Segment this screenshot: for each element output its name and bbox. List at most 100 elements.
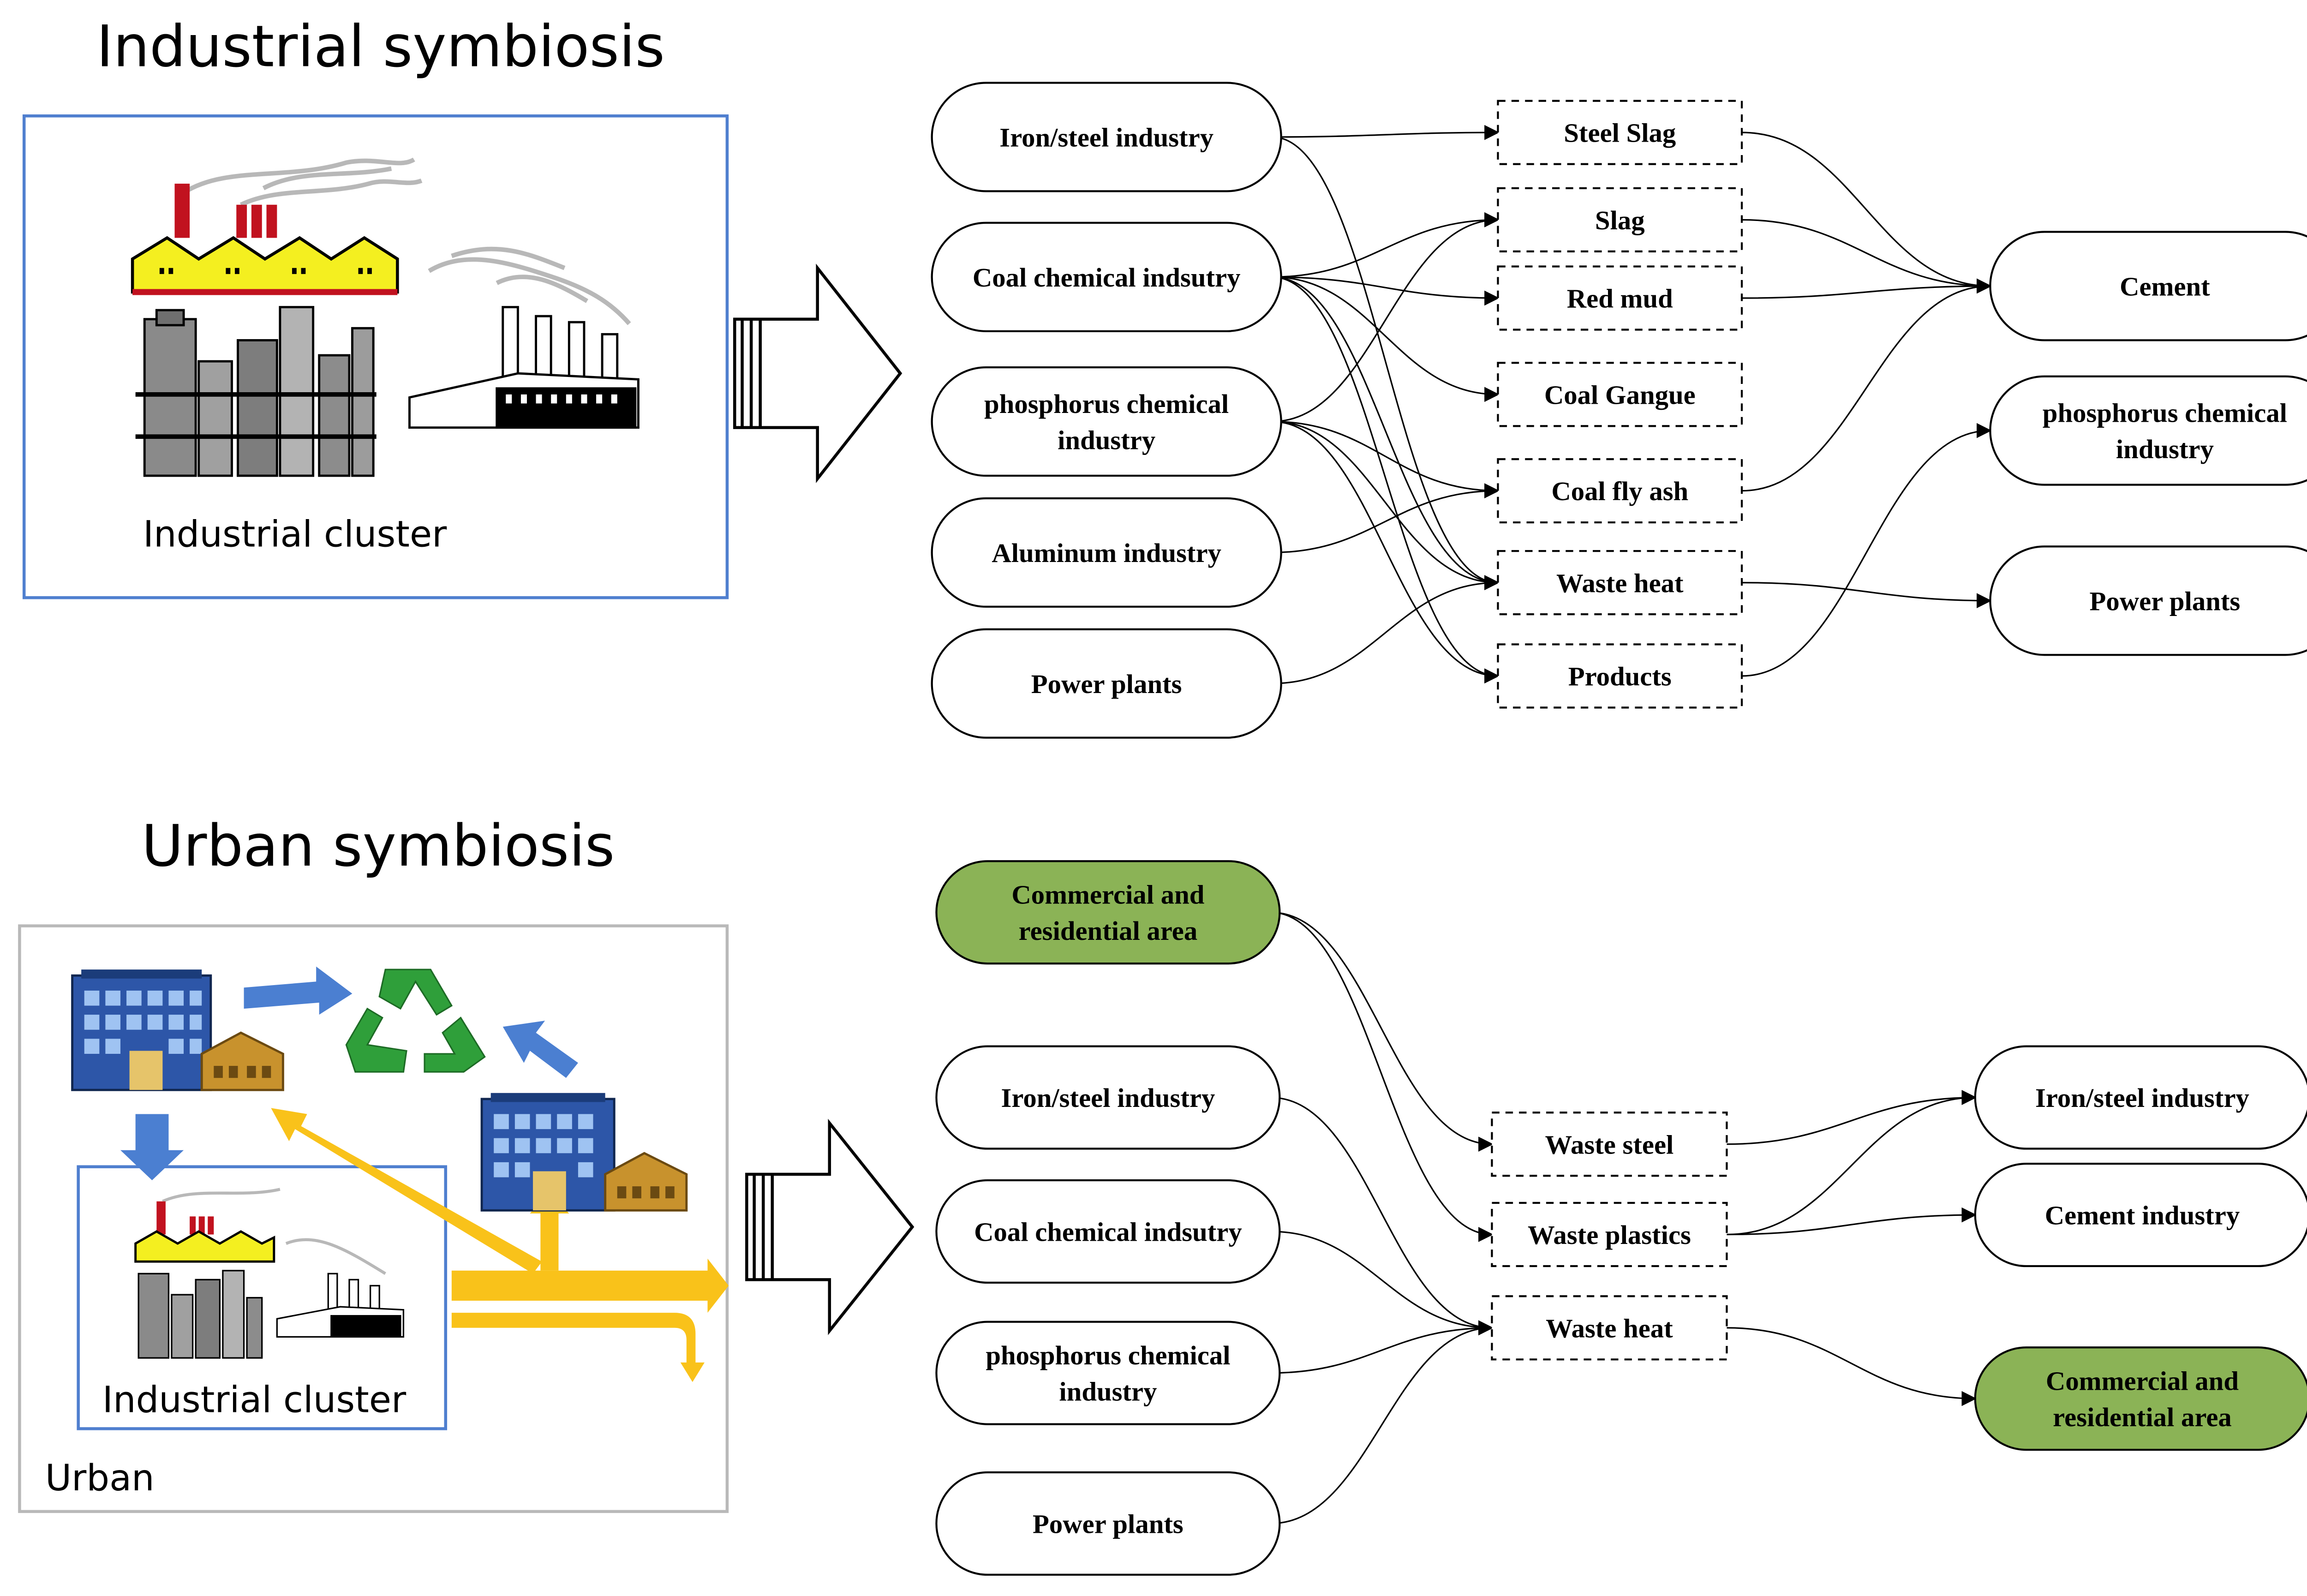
node-label: Waste steel: [1545, 1130, 1674, 1160]
industrial-edge-source-material: [1272, 575, 1500, 684]
industrial-material-node-slag: Slag: [1497, 187, 1743, 253]
node-shape: [1974, 1163, 2307, 1267]
node-shape: [1497, 458, 1743, 524]
refinery-icon: [135, 306, 377, 477]
urban-material-node-waste-steel: Waste steel: [1491, 1112, 1728, 1177]
industrial-cluster-label: Industrial cluster: [143, 513, 447, 555]
node-label: Waste heat: [1546, 1313, 1673, 1343]
node-shape: [1974, 1346, 2307, 1451]
factory-icon: [131, 184, 399, 295]
node-shape: [931, 628, 1282, 739]
node-shape: [1989, 231, 2307, 341]
node-shape: [931, 497, 1282, 608]
node-label: Power plants: [1031, 669, 1182, 699]
urban-source-node-iron-steel-industry: Iron/steel industry: [935, 1045, 1281, 1150]
node-shape: [1491, 1295, 1728, 1361]
industrial-material-node-coal-gangue: Coal Gangue: [1497, 362, 1743, 427]
industrial-material-node-steel-slag: Steel Slag: [1497, 100, 1743, 165]
building-icon: [480, 1093, 688, 1212]
industrial-edge-source-material: [1272, 136, 1500, 590]
node-shape: [1491, 1201, 1728, 1267]
urban-label: Urban: [45, 1457, 155, 1499]
industrial-edge-source-material: [1272, 212, 1500, 278]
node-shape: [1491, 1112, 1728, 1177]
industrial-edge-material-target: [1742, 278, 1992, 492]
urban-edge-source-material: [1270, 1320, 1494, 1524]
urban-edge-material-target: [1727, 1327, 1977, 1406]
urban-source-node-coal-chemical-indsutry: Coal chemical indsutry: [935, 1179, 1281, 1284]
industrial-material-node-red-mud: Red mud: [1497, 265, 1743, 331]
industrial-source-node-power-plants: Power plants: [931, 628, 1282, 739]
node-label: Waste plastics: [1528, 1220, 1691, 1250]
industrial-edge-source-material: [1272, 276, 1500, 590]
node-shape: [1989, 545, 2307, 656]
node-label: Iron/steel industry: [2035, 1083, 2249, 1113]
urban-material-node-waste-plastics: Waste plastics: [1491, 1201, 1728, 1267]
node-label: Cement: [2120, 271, 2210, 301]
node-label: Power plants: [2090, 586, 2241, 616]
node-label: Coal chemical indsutry: [973, 263, 1241, 293]
big-arrow-icon: [745, 1118, 914, 1335]
industrial-edge-material-target: [1742, 219, 1992, 294]
industrial-edge-source-material: [1272, 212, 1500, 423]
urban-panel: Industrial cluster Urban: [18, 924, 729, 1513]
node-shape: [931, 366, 1282, 477]
urban-edge-source-material: [1270, 1096, 1494, 1336]
node-shape: [1497, 187, 1743, 253]
node-shape: [1497, 362, 1743, 427]
power-plant-icon: [408, 306, 640, 429]
node-label: Waste heat: [1556, 568, 1684, 598]
urban-industrial-cluster-label: Industrial cluster: [102, 1379, 406, 1421]
node-label: Aluminum industry: [992, 538, 1221, 568]
industrial-target-node-power-plants: Power plants: [1989, 545, 2307, 656]
node-label: Red mud: [1567, 284, 1673, 314]
urban-edge-source-material: [1270, 1231, 1494, 1336]
node-shape: [935, 1179, 1281, 1284]
blue-arrow-icon: [120, 966, 578, 1181]
urban-material-node-waste-heat: Waste heat: [1491, 1295, 1728, 1361]
node-shape: [1497, 550, 1743, 616]
node-label: Steel Slag: [1564, 118, 1676, 148]
node-shape: [1497, 643, 1743, 709]
node-shape: [935, 1321, 1281, 1425]
node-shape: [935, 1045, 1281, 1150]
industrial-symbiosis-title: Industrial symbiosis: [96, 14, 665, 80]
industrial-source-node-coal-chemical-indsutry: Coal chemical indsutry: [931, 221, 1282, 332]
industrial-material-node-coal-fly-ash: Coal fly ash: [1497, 458, 1743, 524]
urban-edge-source-material: [1270, 1320, 1494, 1374]
industrial-edge-source-material: [1272, 420, 1500, 498]
node-label: Iron/steel industry: [1001, 1083, 1215, 1113]
urban-edge-source-material: [1270, 911, 1494, 1242]
industrial-edge-material-target: [1742, 132, 1992, 294]
urban-edge-material-target: [1727, 1090, 1977, 1236]
recycle-icon: [345, 968, 486, 1073]
urban-edge-material-target: [1727, 1207, 1977, 1236]
industrial-source-node-iron-steel-industry: Iron/steel industry: [931, 82, 1282, 192]
industrial-cluster-panel: Industrial cluster: [22, 114, 729, 599]
node-shape: [1497, 100, 1743, 165]
building-icon: [71, 969, 284, 1091]
industrial-edge-source-material: [1272, 125, 1500, 140]
node-shape: [935, 1471, 1281, 1576]
industrial-edge-source-material: [1272, 276, 1500, 306]
smoke-icon: [182, 157, 631, 325]
node-label: Products: [1568, 662, 1672, 692]
industrial-edge-material-target: [1742, 582, 1992, 609]
node-label: Power plants: [1033, 1509, 1183, 1539]
node-label: Coal fly ash: [1551, 476, 1688, 506]
node-label: Coal chemical indsutry: [974, 1217, 1242, 1247]
big-arrow-icon: [733, 263, 902, 484]
industrial-edge-source-material: [1272, 276, 1500, 684]
urban-edge-material-target: [1727, 1090, 1977, 1145]
urban-source-node-power-plants: Power plants: [935, 1471, 1281, 1576]
node-label: Cement industry: [2045, 1201, 2240, 1231]
flow-arrow-icon: [271, 1108, 729, 1382]
